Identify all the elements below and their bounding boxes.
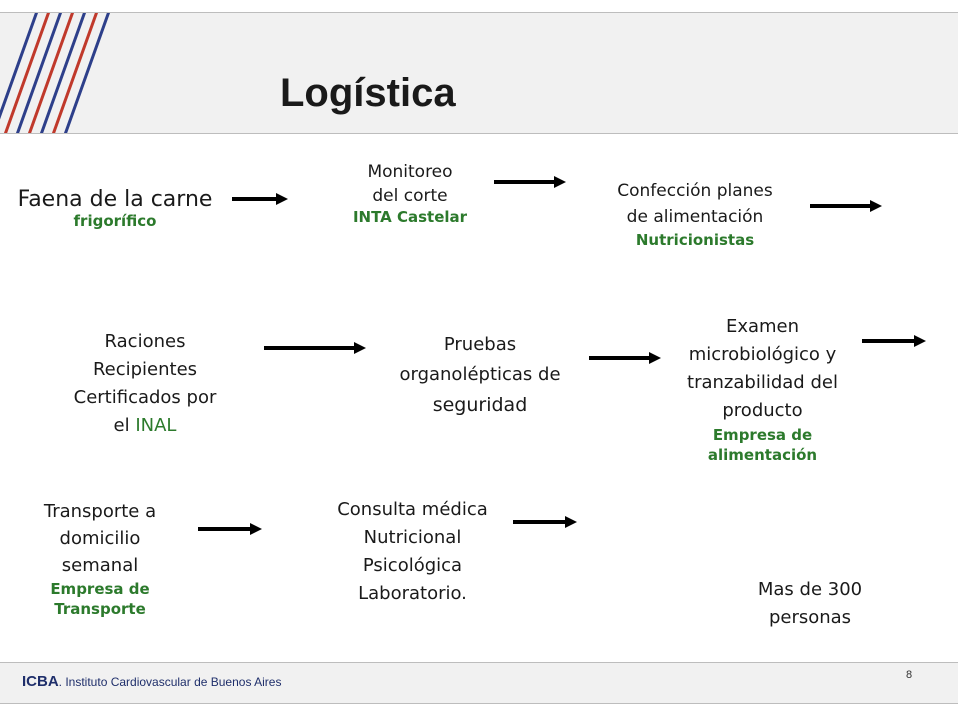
node-examen-sub2: alimentación [707, 446, 818, 464]
node-monitoreo-sub: INTA Castelar [352, 208, 468, 226]
footer-band: ICBA. Instituto Cardiovascular de Buenos… [0, 662, 958, 704]
node-examen: Examen microbiológico y tranzabilidad de… [660, 313, 865, 465]
node-examen-line3: tranzabilidad del [687, 372, 838, 393]
node-monitoreo: Monitoreo del corte INTA Castelar [325, 160, 495, 226]
arrow-right-icon [513, 516, 577, 528]
page-title: Logística [280, 71, 456, 115]
node-transporte-line1: Transporte a [43, 501, 157, 522]
node-transporte-sub1: Empresa de [50, 580, 150, 598]
node-pruebas-line3: seguridad [432, 394, 528, 416]
arrow-right-icon [232, 193, 288, 205]
node-raciones-line2: Recipientes [92, 359, 198, 380]
node-consulta: Consulta médica Nutricional Psicológica … [310, 496, 515, 608]
arrow-right-icon [494, 176, 566, 188]
node-pruebas-line2: organolépticas de [399, 364, 561, 385]
node-pruebas: Pruebas organolépticas de seguridad [375, 330, 585, 420]
arrow-right-icon [198, 523, 262, 535]
node-transporte-sub2: Transporte [54, 600, 146, 618]
node-personas: Mas de 300 personas [725, 576, 895, 632]
node-faena-sub: frigorífico [73, 212, 157, 230]
arrow-right-icon [589, 352, 661, 364]
stripes-logo-icon [0, 13, 111, 133]
node-personas-line1: Mas de 300 [757, 579, 863, 600]
node-examen-line1: Examen [725, 316, 800, 337]
node-confeccion-line2: de alimentación [626, 207, 764, 227]
node-raciones-line4-prefix: el [113, 415, 136, 436]
node-confeccion: Confección planes de alimentación Nutric… [585, 178, 805, 250]
arrow-right-icon [264, 342, 366, 354]
node-raciones-inal: INAL [135, 415, 177, 436]
node-confeccion-sub: Nutricionistas [635, 231, 755, 249]
node-transporte: Transporte a domicilio semanal Empresa d… [15, 498, 185, 619]
node-raciones-line1: Raciones [104, 331, 186, 352]
footer-org-rest: . Instituto Cardiovascular de Buenos Air… [58, 675, 282, 689]
node-confeccion-line1: Confección planes [617, 181, 773, 201]
page-number: 8 [906, 669, 913, 681]
arrow-right-icon [810, 200, 882, 212]
node-pruebas-line1: Pruebas [443, 334, 517, 355]
node-monitoreo-line2: del corte [372, 186, 448, 206]
node-raciones-line4: el INAL [40, 412, 250, 440]
node-monitoreo-line1: Monitoreo [367, 162, 453, 182]
node-examen-line2: microbiológico y [688, 344, 837, 365]
node-raciones: Raciones Recipientes Certificados por el… [40, 328, 250, 440]
header-band: Logística [0, 12, 958, 134]
arrow-right-icon [862, 335, 926, 347]
node-transporte-line3: semanal [61, 555, 139, 576]
node-consulta-line1: Consulta médica [337, 499, 488, 520]
node-raciones-line3: Certificados por [73, 387, 217, 408]
node-consulta-line2: Nutricional [363, 527, 462, 548]
node-examen-sub1: Empresa de [712, 426, 813, 444]
node-examen-line4: producto [722, 400, 803, 421]
node-personas-line2: personas [768, 607, 852, 628]
footer-org-short: ICBA [22, 673, 59, 690]
node-consulta-line4: Laboratorio. [358, 583, 467, 604]
node-consulta-line3: Psicológica [362, 555, 463, 576]
node-transporte-line2: domicilio [59, 528, 141, 549]
node-faena: Faena de la carne frigorífico [10, 187, 220, 230]
node-faena-label: Faena de la carne [17, 187, 213, 212]
footer-organization: ICBA. Instituto Cardiovascular de Buenos… [22, 673, 281, 690]
